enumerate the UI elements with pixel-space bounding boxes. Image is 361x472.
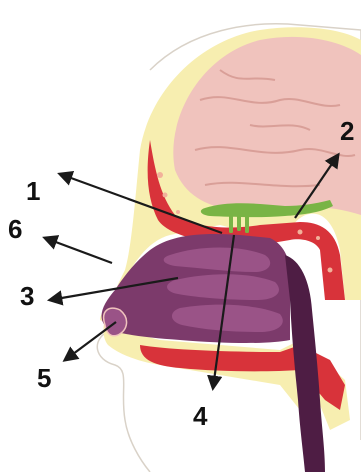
olfactory-fibers <box>229 215 249 233</box>
label-4: 4 <box>193 401 208 431</box>
label-2: 2 <box>340 116 354 146</box>
label-5: 5 <box>37 363 51 393</box>
label-6: 6 <box>8 214 22 244</box>
arrow-6 <box>45 238 112 263</box>
label-1: 1 <box>26 176 40 206</box>
label-3: 3 <box>20 281 34 311</box>
